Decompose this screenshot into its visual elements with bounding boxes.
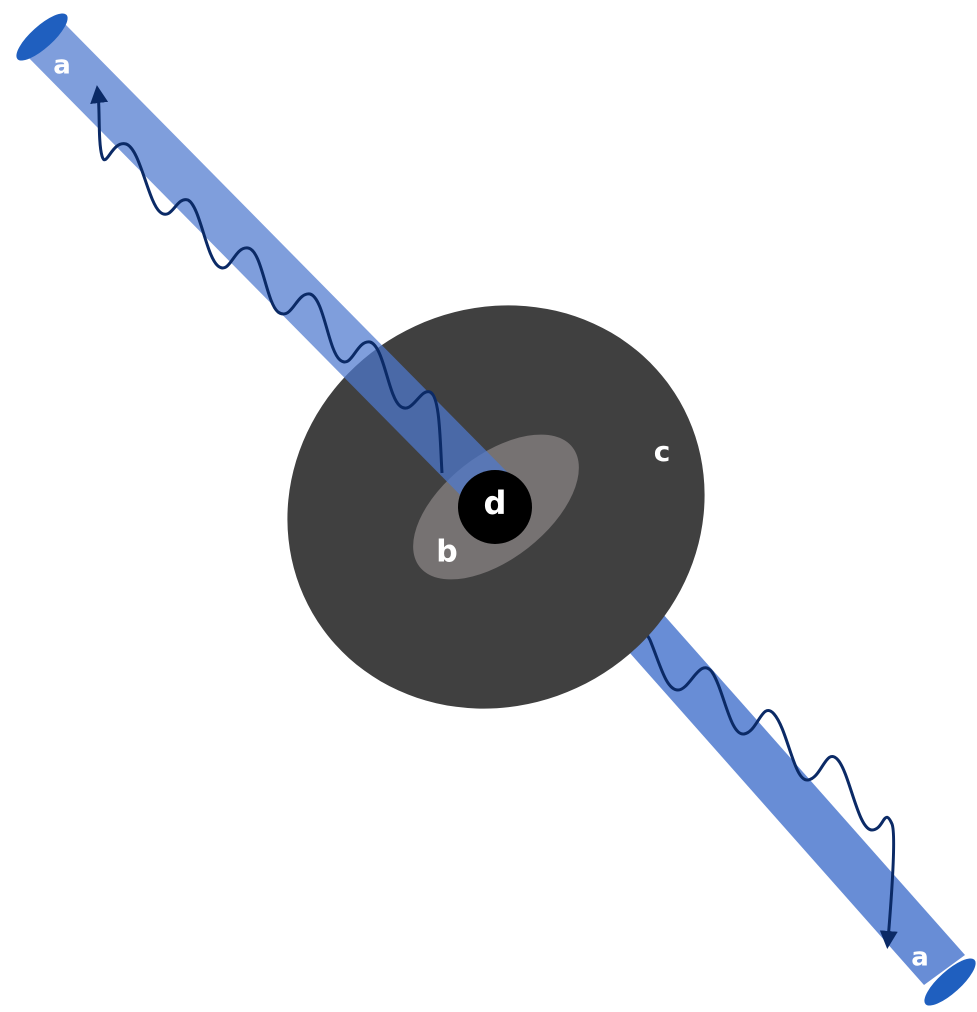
lower-jet-beam [614,605,965,985]
label-c: c [654,435,671,468]
label-b: b [436,535,457,570]
label-a-bottom: a [911,943,929,973]
upper-jet [10,7,515,510]
label-a-top: a [53,51,71,81]
label-d: d [484,484,507,522]
